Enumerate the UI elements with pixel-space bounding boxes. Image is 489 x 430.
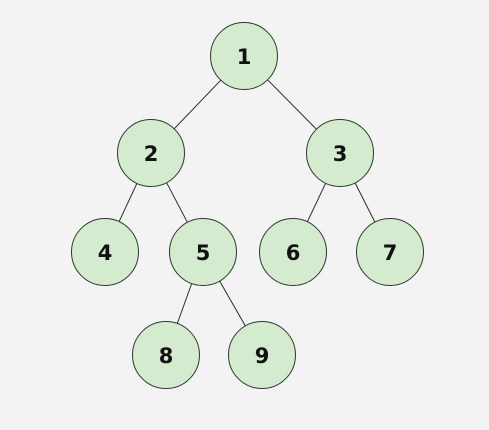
tree-node-6: 6 bbox=[259, 218, 327, 286]
node-circle bbox=[306, 119, 374, 187]
node-circle bbox=[210, 22, 278, 90]
tree-node-5: 5 bbox=[169, 218, 237, 286]
node-label: 4 bbox=[98, 241, 113, 265]
edge-1-3 bbox=[267, 79, 317, 130]
node-circle bbox=[259, 218, 327, 286]
node-circle bbox=[356, 218, 424, 286]
edge-3-7 bbox=[354, 182, 376, 223]
node-label: 5 bbox=[196, 241, 211, 265]
tree-node-9: 9 bbox=[228, 321, 296, 389]
tree-node-8: 8 bbox=[132, 321, 200, 389]
node-label: 6 bbox=[286, 241, 301, 265]
node-label: 9 bbox=[255, 344, 270, 368]
node-label: 3 bbox=[333, 142, 348, 166]
edge-2-5 bbox=[166, 182, 188, 223]
tree-node-2: 2 bbox=[117, 119, 185, 187]
tree-node-7: 7 bbox=[356, 218, 424, 286]
node-circle bbox=[132, 321, 200, 389]
tree-node-4: 4 bbox=[71, 218, 139, 286]
node-label: 1 bbox=[237, 45, 252, 69]
edge-5-9 bbox=[219, 280, 246, 327]
tree-nodes: 1 2 3 4 5 6 7 8 9 bbox=[71, 22, 424, 389]
edge-1-2 bbox=[173, 79, 222, 130]
node-circle bbox=[169, 218, 237, 286]
edge-2-4 bbox=[118, 183, 138, 222]
tree-edges bbox=[118, 79, 376, 327]
edge-5-8 bbox=[176, 283, 193, 324]
node-label: 2 bbox=[144, 142, 159, 166]
node-circle bbox=[117, 119, 185, 187]
tree-node-3: 3 bbox=[306, 119, 374, 187]
tree-node-1: 1 bbox=[210, 22, 278, 90]
node-circle bbox=[228, 321, 296, 389]
edge-3-6 bbox=[306, 183, 327, 222]
node-circle bbox=[71, 218, 139, 286]
node-label: 8 bbox=[159, 344, 174, 368]
node-label: 7 bbox=[383, 241, 398, 265]
